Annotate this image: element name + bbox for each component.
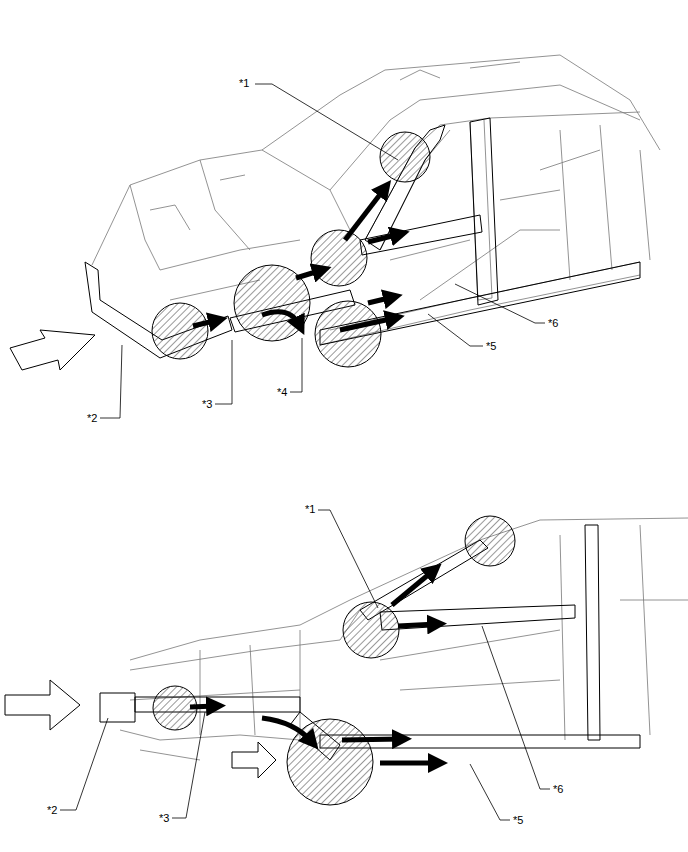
callout-number: *5 <box>512 814 524 826</box>
impact-arrow <box>10 330 95 370</box>
load-arrow <box>190 570 438 763</box>
callout-number: *3 <box>158 812 170 824</box>
leader-line <box>60 510 550 820</box>
callout-number: *2 <box>46 804 58 816</box>
bumper-reinforcement <box>85 262 232 358</box>
car-body-perspective <box>92 55 660 345</box>
car-body-side <box>120 518 688 760</box>
leader-line <box>100 84 545 418</box>
structural-members <box>230 118 640 345</box>
load-point-circle <box>152 132 430 367</box>
callout-number: *4 <box>276 386 288 398</box>
callout-number: *1 <box>304 503 316 515</box>
load-arrow <box>193 188 400 330</box>
callout-number: *5 <box>485 340 497 352</box>
impact-arrow <box>232 742 276 778</box>
load-point-circle <box>153 516 515 805</box>
callout-number: *3 <box>201 398 213 410</box>
impact-arrow <box>5 680 80 730</box>
callout-number: *1 <box>238 77 250 89</box>
callout-number: *2 <box>86 412 98 424</box>
callout-number: *6 <box>552 783 564 795</box>
structural-members <box>100 525 640 760</box>
callout-number: *6 <box>547 317 559 329</box>
